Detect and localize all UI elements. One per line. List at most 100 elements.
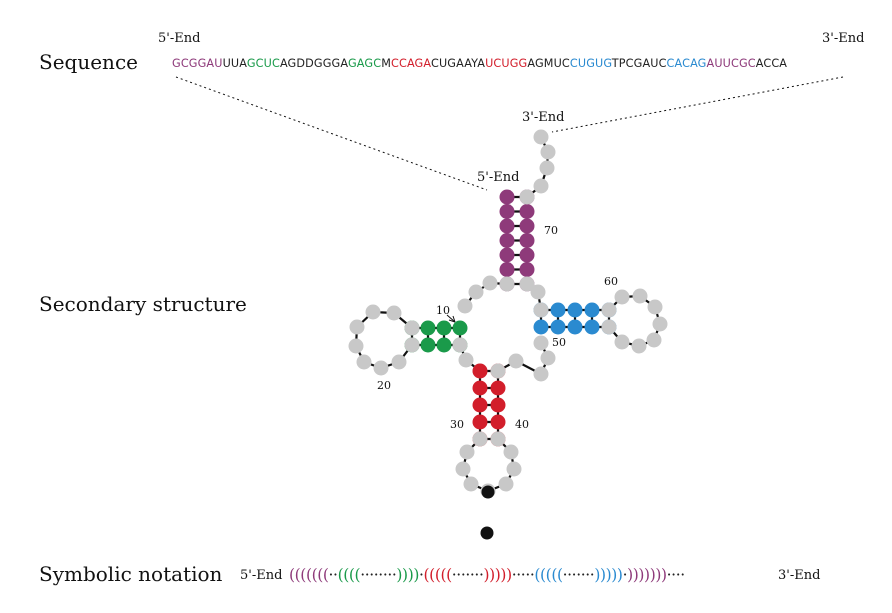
structure-3-end-label: 3'-End [522, 110, 564, 125]
unpaired-node [539, 160, 555, 176]
notation-segment: ······· [562, 566, 595, 584]
t-arm-node [567, 302, 583, 318]
anticodon-stem-node [472, 397, 488, 413]
unpaired-node [652, 316, 668, 332]
unpaired-node [646, 332, 662, 348]
sequence-segment: CCAGA [391, 57, 431, 70]
unpaired-node [614, 289, 630, 305]
sequence-segment: GCUC [246, 57, 280, 70]
unpaired-node [349, 319, 365, 335]
anticodon-highlight-node [480, 526, 494, 540]
notation-segment: ········ [360, 566, 397, 584]
connector-3-end [551, 76, 844, 133]
position-label-50: 50 [552, 336, 566, 349]
notation-segment: ))))) [483, 566, 512, 584]
unpaired-node [631, 338, 647, 354]
notation-segment: ····· [511, 566, 535, 584]
sequence-5-end-label: 5'-End [158, 31, 201, 46]
sequence-segment: TPCGAUC [611, 57, 667, 70]
unpaired-node [540, 350, 556, 366]
sequence-segment: AGMUC [527, 57, 570, 70]
unpaired-node [404, 320, 420, 336]
position-label-30: 30 [450, 418, 464, 431]
sequence-segment: GCGGAU [172, 57, 223, 70]
sequence-segment: M [381, 57, 392, 70]
position-label-60: 60 [604, 275, 618, 288]
unpaired-node [472, 431, 488, 447]
unpaired-node [503, 444, 519, 460]
d-arm-node [436, 320, 452, 336]
secondary-structure-label: Secondary structure [39, 292, 247, 316]
position-label-10: 10 [436, 304, 450, 317]
acceptor-stem-node [499, 204, 515, 219]
unpaired-node [356, 354, 372, 370]
notation-segment: ((((( [534, 566, 563, 584]
sequence-segment: GAGC [347, 57, 382, 70]
symbolic-notation-label: Symbolic notation [39, 562, 223, 586]
anticodon-stem-node [490, 397, 506, 413]
unpaired-node [519, 276, 535, 292]
unpaired-node [365, 304, 381, 320]
acceptor-stem-node [519, 247, 535, 263]
sequence-3-end-label: 3'-End [822, 31, 865, 46]
sequence-segment: UCUGG [485, 57, 528, 70]
unpaired-node [601, 319, 617, 335]
anticodon-stem-node [490, 414, 506, 430]
structure-5-end-label: 5'-End [477, 170, 519, 185]
d-arm-node [420, 337, 436, 353]
unpaired-node [404, 337, 420, 353]
t-arm-node [567, 319, 583, 335]
unpaired-node [632, 288, 648, 304]
notation-segment: )))) [396, 566, 419, 584]
unpaired-node [468, 284, 484, 300]
unpaired-node [506, 461, 522, 477]
unpaired-node [533, 129, 549, 145]
unpaired-node [482, 275, 498, 291]
notation-3-end-label: 3'-End [778, 568, 821, 583]
sequence-segment: AUUCGC [706, 57, 756, 70]
unpaired-node [601, 302, 617, 318]
unpaired-node [499, 276, 515, 292]
d-arm-node [452, 320, 468, 336]
acceptor-stem-node [519, 262, 535, 277]
position-10-arrow [446, 314, 456, 323]
notation-segment: (((( [337, 566, 361, 584]
unpaired-node [533, 178, 549, 194]
t-arm-node [550, 302, 566, 318]
unpaired-node [533, 366, 549, 382]
t-arm-node [584, 319, 600, 335]
notation-5-end-label: 5'-End [240, 568, 283, 583]
d-arm-node [420, 320, 436, 336]
unpaired-node [458, 352, 474, 368]
notation-segment: · [419, 566, 424, 584]
acceptor-stem-node [519, 204, 535, 219]
acceptor-stem-node [499, 189, 515, 205]
notation-segment: · [622, 566, 628, 584]
notation-segment: ······· [451, 566, 484, 584]
unpaired-node [386, 305, 402, 321]
unpaired-node [459, 444, 475, 460]
sequence-segment: UUA [222, 57, 247, 70]
acceptor-stem-node [499, 247, 515, 263]
acceptor-stem-node [499, 233, 515, 248]
t-arm-node [533, 319, 549, 335]
acceptor-stem-node [519, 218, 535, 234]
d-arm-node [436, 337, 452, 353]
position-label-20: 20 [377, 379, 391, 392]
unpaired-node [614, 334, 630, 350]
unpaired-node [348, 338, 364, 354]
notation-segment: ·· [328, 566, 338, 584]
unpaired-node [498, 476, 514, 492]
anticodon-highlight-node [481, 485, 495, 499]
unpaired-node [455, 461, 471, 477]
acceptor-stem-node [519, 233, 535, 248]
sequence-segment: AGDDGGGA [279, 57, 348, 70]
position-label-40: 40 [515, 418, 529, 431]
notation-segment: ))))))) [627, 566, 667, 584]
anticodon-stem-node [472, 380, 488, 396]
sequence-segment: ACCA [755, 57, 788, 70]
unpaired-node [391, 354, 407, 370]
unpaired-node [533, 302, 549, 318]
unpaired-node [490, 363, 506, 379]
sequence-label: Sequence [39, 50, 138, 74]
